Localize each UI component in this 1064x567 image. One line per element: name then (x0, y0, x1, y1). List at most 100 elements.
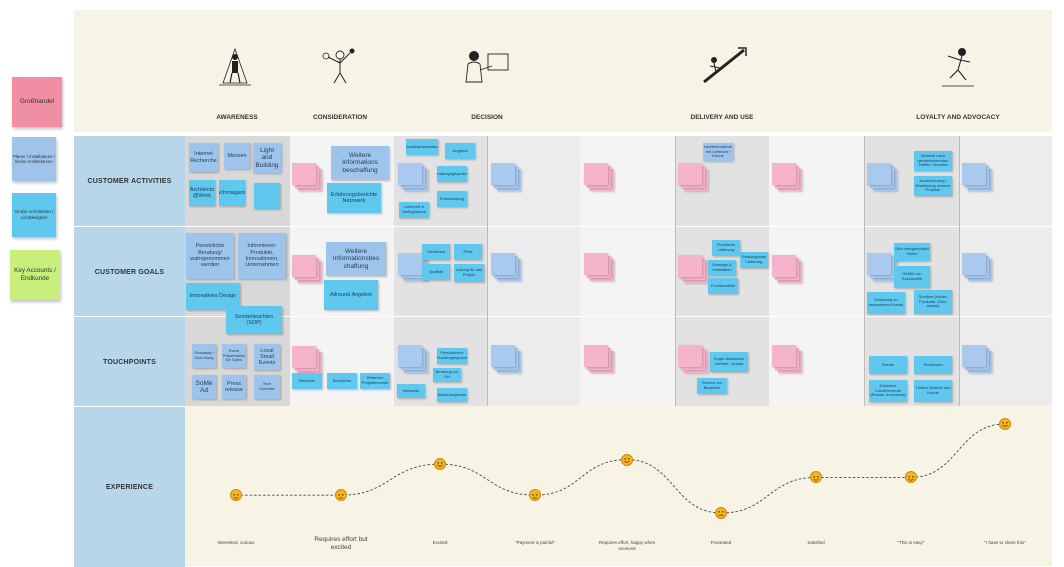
sticky-stack[interactable] (292, 255, 322, 283)
happy-face-icon (905, 471, 917, 484)
sticky-note[interactable]: Tech Summits (254, 375, 280, 399)
sticky-stack[interactable] (867, 253, 897, 281)
sticky-note[interactable]: Press release (222, 375, 246, 399)
sticky-note[interactable]: Persönliches Kundengespräch (437, 348, 467, 364)
experience-label: Requires effort, happy when received (598, 540, 656, 551)
sticky-stack[interactable] (772, 345, 802, 373)
sticky-stack[interactable] (678, 163, 708, 191)
sticky-stack[interactable] (398, 163, 428, 191)
sticky-note[interactable]: Montage & Installation (708, 260, 736, 276)
sticky-stack[interactable] (584, 163, 614, 191)
sticky-note[interactable]: Sicherheit (422, 244, 450, 260)
sticky-stack[interactable] (584, 253, 614, 281)
sticky-note[interactable]: Broschüre (327, 373, 357, 389)
sticky-note[interactable]: Sonderleuchten (SOP) (226, 306, 282, 334)
sticky-stack[interactable] (491, 345, 521, 373)
sticky-stack[interactable] (398, 345, 428, 373)
experience-band (185, 406, 1052, 566)
sticky-note[interactable]: Weitere Informations beschaffung (331, 146, 389, 180)
sticky-note[interactable]: Entscheidung (437, 191, 467, 207)
sticky-note[interactable]: Event Präsentation für Sales (222, 344, 246, 368)
experience-label: "This is easy" (897, 540, 925, 545)
sticky-note[interactable]: Produktpräsentation (406, 139, 438, 155)
sticky-note[interactable]: Persönliche Beratung/ wahrgenommen werde… (186, 233, 234, 279)
sticky-note[interactable]: Beratungsgespräche (437, 166, 467, 182)
sticky-note[interactable]: SoMe Ad (192, 375, 216, 399)
sticky-note[interactable]: Pünktliche Lieferung (712, 240, 740, 256)
row-touchpoints: TOUCHPOINTS (74, 316, 185, 407)
sticky-note[interactable]: Lösung für das Projekt (454, 264, 484, 282)
sticky-note[interactable]: Funktionalität (708, 278, 738, 294)
sticky-stack[interactable] (962, 163, 992, 191)
sticky-stack[interactable] (491, 163, 521, 191)
sticky-note[interactable]: Giveaway / Give-Away (192, 344, 216, 368)
sticky-note[interactable]: Inbetriebnahme mit Lieferant / Kunde (703, 143, 733, 161)
experience-label: Excited (432, 540, 448, 545)
sticky-note[interactable]: Innovatives Design (186, 283, 240, 310)
sticky-note[interactable]: Messen (224, 143, 250, 169)
sticky-note[interactable] (254, 183, 280, 209)
sticky-note[interactable]: Informieren: Produkte, Innovationen, Unt… (238, 233, 286, 279)
sticky-note[interactable]: Referenz Projektberichte (360, 373, 390, 389)
sticky-stack[interactable] (292, 346, 322, 374)
sticky-note[interactable]: Reibungslose Lieferung (740, 252, 768, 268)
legend-note-key-accounts[interactable]: Key Accounts / Endkunde (10, 250, 60, 300)
sticky-note[interactable]: Allround Angebot (324, 280, 378, 310)
neutral-face-icon (335, 489, 347, 502)
sticky-stack[interactable] (678, 345, 708, 373)
experience-label: "Payment is painful" (515, 540, 555, 545)
sticky-note[interactable]: Angebot (445, 143, 475, 159)
legend-note-grosshandel[interactable]: Großhandel (12, 77, 62, 127)
sad-face-icon (715, 507, 727, 519)
sticky-note[interactable]: Beratung vor Ort (433, 368, 461, 382)
row-divider (185, 226, 1052, 227)
sticky-note[interactable]: Events (869, 356, 907, 374)
sticky-note[interactable]: Goodies (Kekse, Produkte, Give-aways) (914, 290, 952, 314)
sticky-stack[interactable] (772, 255, 802, 283)
sticky-note[interactable]: Treffen Vertrieb und Kunde (914, 380, 952, 402)
sticky-stack[interactable] (867, 163, 897, 191)
sticky-note[interactable]: Showroom (914, 356, 952, 374)
sticky-note[interactable]: Architects @Work (189, 180, 215, 206)
sticky-stack[interactable] (491, 253, 521, 281)
sticky-note[interactable]: Light and Building (253, 143, 281, 173)
row-customer-goals: CUSTOMER GOALS (74, 226, 185, 317)
consideration-illustration-icon (322, 48, 355, 84)
sticky-note[interactable]: Service vor Baustelle (697, 378, 727, 394)
legend-note-architekten[interactable]: Große Architekten / Lichtdesigner (12, 193, 56, 237)
sticky-stack[interactable] (772, 163, 802, 191)
sticky-stack[interactable] (292, 163, 322, 191)
awareness-illustration-icon (219, 47, 251, 86)
sticky-note[interactable]: Internet Recherche (189, 143, 218, 172)
sticky-note[interactable]: Enger Austausch Vertrieb - Kunde (710, 352, 748, 372)
stage-decision: DECISION (471, 114, 503, 121)
sticky-note[interactable]: Weitere Informationsbes chaffung (326, 242, 386, 276)
sticky-note[interactable]: Local Small Events (254, 344, 280, 370)
sticky-note[interactable]: Preis (454, 244, 482, 260)
happy-face-icon (434, 458, 446, 471)
sticky-note[interactable]: Fachmagazine (219, 180, 245, 206)
sticky-note[interactable]: Einladung zu besonderen Events (867, 292, 905, 314)
legend-note-planer[interactable]: Planer / Installateure / kleine Architek… (12, 137, 56, 181)
sticky-note[interactable]: Erfahrungsberichte Netzwerk (327, 183, 381, 213)
row-customer-activities: CUSTOMER ACTIVITIES (74, 136, 185, 226)
sticky-stack[interactable] (678, 255, 708, 283)
sticky-stack[interactable] (584, 345, 614, 373)
sticky-stack[interactable] (962, 345, 992, 373)
sticky-note[interactable]: Auszeichnung / Erwähnung unserer Projekt… (914, 176, 952, 196)
sticky-note[interactable]: Wunsch nach wiederkehrenden Treffen / An… (914, 151, 952, 171)
sticky-note[interactable]: Gefühl von Exklusivität (894, 266, 930, 288)
sticky-stack[interactable] (962, 253, 992, 281)
sticky-note[interactable]: Webseite (397, 384, 425, 398)
sticky-note[interactable]: Qualität (422, 264, 450, 280)
sticky-note[interactable]: Lieferzeit & Verfügbarkeit (399, 202, 429, 218)
experience-label: Satisfied (807, 540, 825, 545)
sticky-note[interactable]: Exklusive Kundenevents (Reisen, Incentiv… (869, 380, 907, 402)
sticky-note[interactable]: Webseite (292, 373, 322, 389)
happy-face-icon (621, 453, 633, 466)
stage-loyalty-and-advocacy: LOYALTY AND ADVOCACY (916, 114, 1000, 121)
sticky-note[interactable]: Musterangebote (437, 388, 467, 402)
stage-consideration: CONSIDERATION (312, 114, 368, 121)
sticky-note[interactable]: Sich wertgeschätzt fühlen (894, 243, 930, 261)
